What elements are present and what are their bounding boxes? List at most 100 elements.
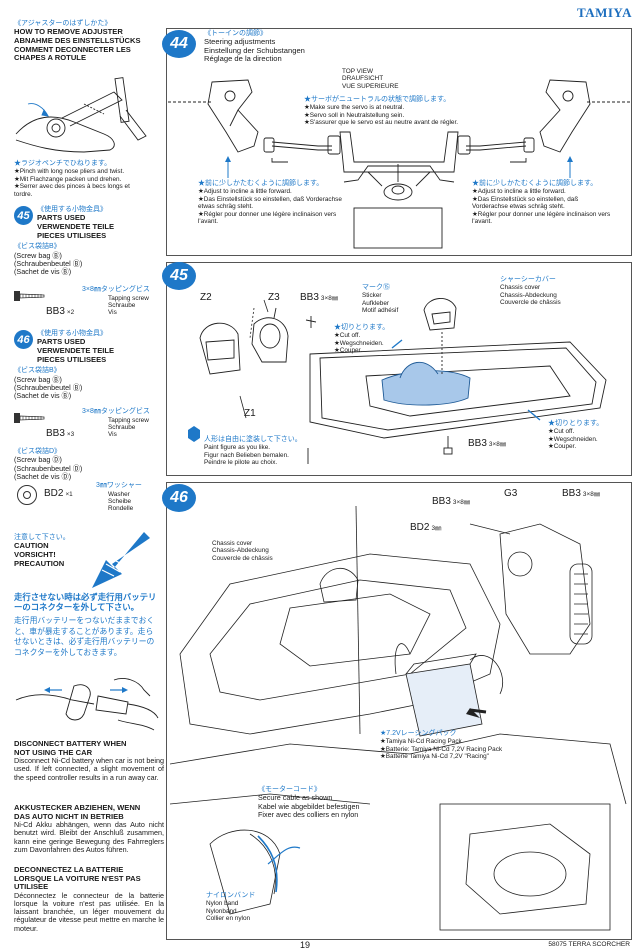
step-45-paint-en: Paint figure as you like.: [204, 444, 271, 452]
parts-46-bag2-fr: (Sachet de vis Ⓓ): [14, 471, 72, 481]
step-46-band-fr: Collier en nylon: [206, 915, 251, 923]
parts-46-screw-de: Schraube: [108, 424, 136, 431]
adjuster-title-en: HOW TO REMOVE ADJUSTER: [14, 27, 123, 37]
step-46-cover-fr: Couvercle de châssis: [212, 554, 273, 562]
step-45-bb3-bottom-code: BB3: [468, 438, 487, 449]
parts-45-title-en: PARTS USED: [37, 213, 86, 223]
step-46-motor-jp: 《モーターコード》: [258, 786, 321, 793]
step-46-badge: 46: [162, 484, 196, 512]
parts-46-washer-part: BD2: [44, 488, 64, 499]
parts-45-section: 45 《使用する小物金具》 PARTS USED VERWENDETE TEIL…: [14, 206, 164, 276]
disconnect-en-title: DISCONNECT BATTERY WHEN NOT USING THE CA…: [14, 739, 127, 757]
step-45-cut-de: ★Wegschneiden.: [334, 339, 384, 347]
step-44-right-fr: ★Régler pour donner une légère inclinais…: [472, 210, 611, 226]
step-45-paint-note: 人形は自由に塗装して下さい。 Paint figure as you like.…: [204, 436, 334, 467]
parts-46-title-de: VERWENDETE TEILE: [37, 346, 115, 355]
step-45-paint-jp: 人形は自由に塗装して下さい。: [204, 436, 302, 443]
step-46-cover-de: Chassis-Abdeckung: [212, 547, 269, 555]
connector-illustration: [15, 678, 159, 731]
parts-46-title-en: PARTS USED: [37, 337, 86, 347]
caution-jp: 注意して下さい。: [14, 534, 70, 541]
parts-46-bag-fr: (Sachet de vis Ⓑ): [14, 391, 72, 400]
step-44-title-jp: 《トーインの調節》: [204, 30, 267, 37]
step-46-g3: G3: [504, 488, 518, 499]
step-44-title: 《トーインの調節》 Steering adjustments Einstellu…: [204, 30, 364, 63]
parts-46-bag2-en: (Screw bag Ⓓ): [14, 455, 62, 465]
parts-46-step-badge: 46: [14, 330, 33, 349]
parts-46-washer: BD2×1 3㎜ワッシャー Washer Scheibe Rondelle: [14, 482, 164, 516]
step-46-band-note: ナイロンバンド Nylon band Nylonband Collier en …: [206, 892, 286, 923]
step-45-sticker-note: マーク⑮ Sticker Aufkleber Motif adhésif: [362, 284, 432, 315]
caution-section: 注意して下さい。 CAUTION VORSICHT! PRECAUTION: [14, 534, 84, 568]
disconnect-de-title: AKKUSTECKER ABZIEHEN, WENN DAS AUTO NICH…: [14, 803, 141, 821]
parts-45-part-code: BB3×2: [46, 306, 74, 317]
product-code: 58075 TERRA SCORCHER: [548, 941, 630, 948]
disconnect-de-text: Ni-Cd Akku abhängen, wenn das Auto nicht…: [14, 820, 164, 854]
step-46-pack-jp: ★7.2Vレーシングパック: [380, 730, 457, 737]
parts-45-bag-en: (Screw bag Ⓑ): [14, 250, 62, 260]
disconnect-fr: DECONNECTEZ LA BATTERIE LORSQUE LA VOITU…: [14, 865, 164, 933]
step-46-motor-note: 《モーターコード》 Secure cable as shown Kabel wi…: [258, 786, 408, 819]
step-45-cut2-de: ★Wegschneiden.: [548, 435, 598, 443]
step-44-left-jp: ★前に少しかたむくように調節します。: [198, 180, 324, 187]
step-45-cut-fr: ★Couper.: [334, 347, 363, 355]
step-44-right-note: ★前に少しかたむくように調節します。 ★Adjust to incline a …: [472, 180, 612, 225]
parts-45-bag-de: (Schraubenbeutel Ⓑ): [14, 258, 83, 268]
step-45-sticker-de: Aufkleber: [362, 299, 389, 307]
adjuster-tip-jp: ★ラジオペンチでひねります。: [14, 160, 112, 167]
step-46-bb3-a-code: BB3: [432, 496, 451, 507]
caution-arrow-icon: [92, 532, 150, 588]
step-46-bb3-a-size: 3×8㎜: [452, 499, 471, 506]
step-46-motor-de: Kabel wie abgebildet befestigen: [258, 801, 360, 811]
parts-46-washer-jp: 3㎜ワッシャー: [96, 482, 142, 489]
adjuster-section: 《アジャスターのはずしかた》 HOW TO REMOVE ADJUSTER AB…: [14, 20, 164, 63]
step-46-cover-en: Chassis cover: [212, 540, 253, 547]
step-46-pack-note: ★7.2Vレーシングパック ★Tamiya Ni-Cd Racing Pack …: [380, 730, 530, 761]
parts-45-screw-de: Schraube: [108, 302, 136, 309]
step-46-cover-note: Chassis cover Chassis-Abdeckung Couvercl…: [212, 540, 312, 562]
step-45-cut-jp: ★切りとります。: [334, 324, 390, 331]
adjuster-tip-en: ★Pinch with long nose pliers and twist.: [14, 168, 125, 176]
step-45-cover-fr: Couvercle de châssis: [500, 299, 561, 307]
step-45-paint-de: Figur nach Belieben bemalen.: [204, 451, 289, 459]
step-45-cut-note: ★切りとります。 ★Cut off. ★Wegschneiden. ★Coupe…: [334, 324, 414, 355]
parts-46-washer-en: Washer: [108, 491, 130, 498]
step-44-left-de: ★Das Einstellstück so einstellen, daß Vo…: [198, 195, 342, 211]
disconnect-en: DISCONNECT BATTERY WHEN NOT USING THE CA…: [14, 739, 164, 782]
step-45-cover-note: シャーシーカバー Chassis cover Chassis-Abdeckung…: [500, 276, 610, 307]
parts-45-screw: 3×8㎜タッピングビス Tapping screw Schraube Vis B…: [14, 286, 164, 322]
part-z2-label: Z2: [200, 292, 212, 303]
step-44-panel: [166, 28, 632, 256]
step-46-band-jp: ナイロンバンド: [206, 892, 256, 899]
step-45-sticker-en: Sticker: [362, 292, 382, 300]
caution-de: VORSICHT!: [14, 550, 56, 559]
step-45-panel: [166, 262, 632, 476]
part-z3-label: Z3: [268, 292, 280, 303]
adjuster-illustration: [15, 77, 147, 153]
step-44-servo-note: ★サーボがニュートラルの状態で調節します。 ★Make sure the ser…: [304, 96, 504, 127]
step-45-bb3-bottom-size: 3×8㎜: [488, 441, 507, 448]
adjuster-title-jp: 《アジャスターのはずしかた》: [14, 20, 112, 27]
step-45-cover-jp: シャーシーカバー: [500, 276, 556, 283]
step-44-servo-de: ★Servo soll in Neutralstellung sein.: [304, 111, 405, 119]
step-45-cover-en: Chassis cover: [500, 284, 541, 292]
disconnect-jp-bold-text: 走行させない時は必ず走行用バッテリーのコネクターを外して下さい。: [14, 592, 157, 613]
step-46-panel: [166, 482, 632, 940]
adjuster-tip: ★ラジオペンチでひねります。 ★Pinch with long nose pli…: [14, 160, 164, 198]
step-44-servo-en: ★Make sure the servo is at neutral.: [304, 104, 405, 112]
step-44-left-fr: ★Régler pour donner une légère inclinais…: [198, 210, 337, 226]
parts-45-title-fr: PIECES UTILISEES: [37, 230, 107, 240]
steering-top-view-illustration: [168, 79, 630, 249]
parts-45-bag-fr: (Sachet de vis Ⓑ): [14, 267, 72, 276]
parts-46-washer-code: BD2×1: [44, 488, 73, 499]
chassis-cover-illustration: [188, 298, 607, 464]
step-46-bd2-code: BD2: [410, 522, 430, 533]
step-46-band-de: Nylonband: [206, 907, 237, 915]
parts-46-part-code: BB3×3: [46, 428, 74, 439]
step-44-view-fr: VUE SUPERIEURE: [342, 82, 399, 90]
step-46-bb3-b-code: BB3: [562, 488, 581, 499]
step-45-bb3-top-size: 3×8㎜: [320, 295, 339, 302]
step-44-right-en: ★Adjust to incline a little forward.: [472, 188, 566, 196]
step-44-left-note: ★前に少しかたむくように調節します。 ★Adjust to incline a …: [198, 180, 346, 225]
